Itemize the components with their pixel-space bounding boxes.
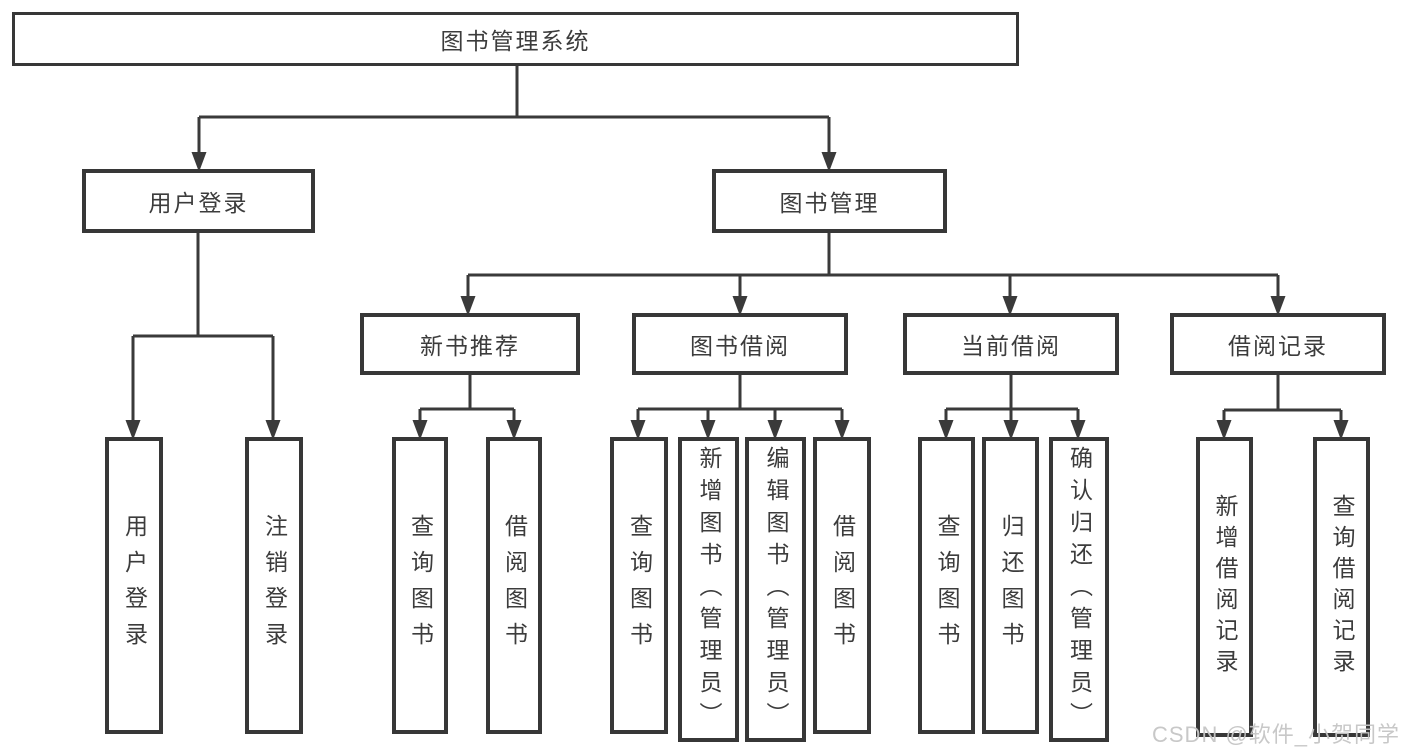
node-label: 编辑图书（管理员） [763, 445, 789, 734]
node-book-management: 图书管理 [712, 169, 947, 233]
leaf-add-book-admin: 新增图书（管理员） [678, 437, 739, 742]
node-label: 确认归还（管理员） [1066, 445, 1093, 734]
node-root-library-system: 图书管理系统 [12, 12, 1019, 66]
leaf-logout-login: 注销登录 [245, 437, 303, 734]
node-label: 图书管理 [779, 190, 880, 216]
node-new-book-recommend: 新书推荐 [360, 313, 580, 375]
leaf-query-books: 查询图书 [610, 437, 668, 734]
node-label: 借阅记录 [1228, 333, 1328, 359]
node-current-borrow: 当前借阅 [903, 313, 1119, 375]
leaf-user-login: 用户登录 [105, 437, 163, 734]
node-label: 查询借阅记录 [1329, 494, 1355, 680]
node-user-login: 用户登录 [82, 169, 315, 233]
leaf-return-books: 归还图书 [982, 437, 1039, 734]
leaf-borrow-books: 借阅图书 [486, 437, 542, 734]
node-label: 注销登录 [261, 513, 288, 658]
leaf-edit-book-admin: 编辑图书（管理员） [745, 437, 806, 742]
node-label: 借阅图书 [501, 513, 528, 658]
node-book-borrow: 图书借阅 [632, 313, 848, 375]
leaf-query-borrow-record: 查询借阅记录 [1313, 437, 1370, 737]
node-label: 当前借阅 [961, 333, 1061, 359]
tree-edges [131, 66, 1343, 423]
node-label: 用户登录 [148, 190, 249, 216]
leaf-add-borrow-record: 新增借阅记录 [1196, 437, 1253, 737]
node-label: 新书推荐 [420, 333, 520, 359]
node-label: 查询图书 [407, 513, 434, 658]
node-label: 图书借阅 [690, 333, 790, 359]
node-label: 用户登录 [121, 513, 148, 658]
node-label: 借阅图书 [829, 513, 856, 658]
leaf-confirm-return-admin: 确认归还（管理员） [1049, 437, 1109, 742]
node-label: 新增借阅记录 [1212, 494, 1238, 680]
node-label: 归还图书 [998, 513, 1024, 658]
leaf-borrow-books: 借阅图书 [813, 437, 871, 734]
node-label: 查询图书 [934, 513, 960, 658]
arrowhead-icons [125, 152, 1349, 440]
node-borrow-records: 借阅记录 [1170, 313, 1386, 375]
node-label: 查询图书 [626, 513, 653, 658]
leaf-query-books: 查询图书 [918, 437, 975, 734]
csdn-watermark: CSDN @软件_小贺同学 [1152, 722, 1401, 747]
node-label: 新增图书（管理员） [696, 445, 722, 734]
node-label: 图书管理系统 [440, 28, 591, 54]
leaf-query-books: 查询图书 [392, 437, 448, 734]
